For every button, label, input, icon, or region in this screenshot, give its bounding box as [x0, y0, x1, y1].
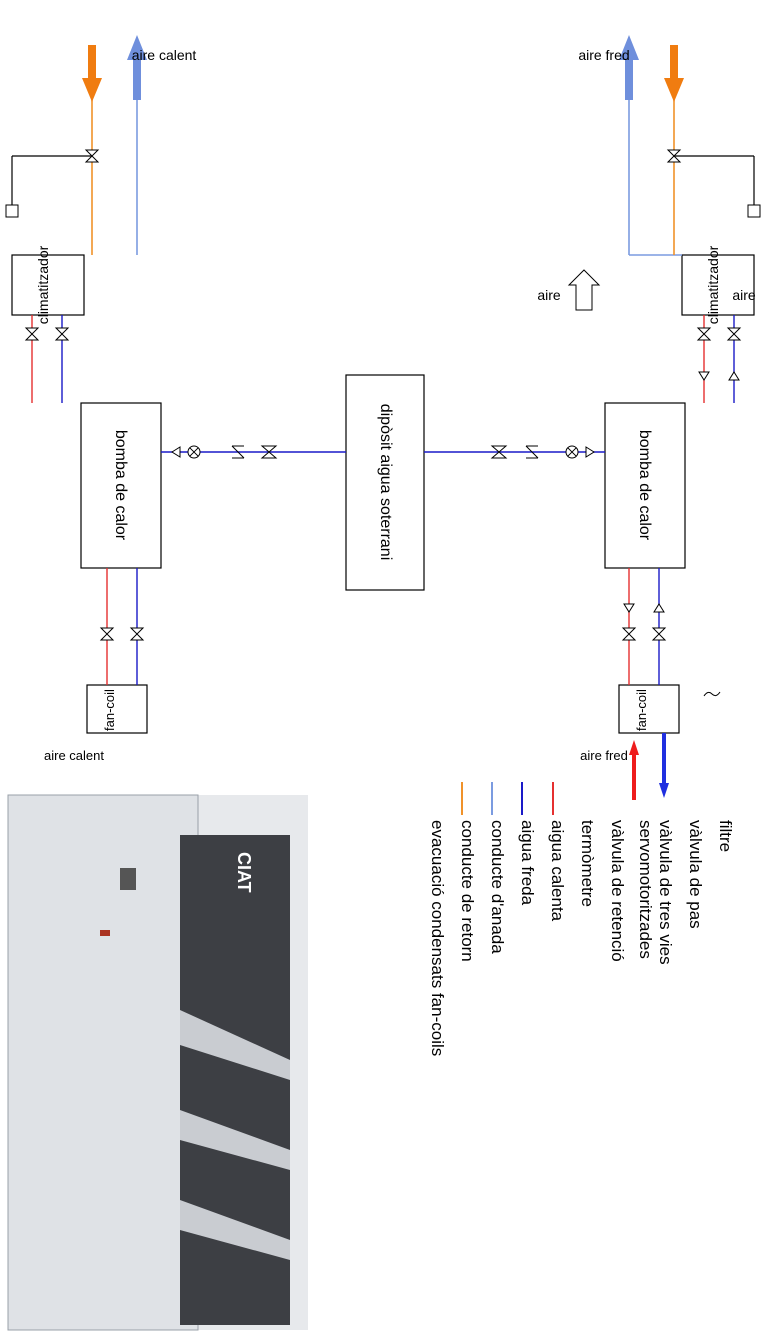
gate-valve-icon: [54, 327, 70, 341]
legend-label-thermometer: termòmetre: [578, 820, 597, 907]
legend-label-three-way-valve: vàlvula de tres vies: [656, 820, 675, 965]
hot-air-arrow: [629, 740, 639, 800]
hot-air-label-fancoil: aire calent: [44, 748, 104, 763]
heat-pump-bottom-label: bomba de calor: [112, 430, 129, 541]
flow-arrow-icon: [585, 446, 595, 458]
air-label: aire: [537, 287, 561, 303]
unit-switch: [100, 930, 110, 936]
ciat-unit-photo: CIAT: [7, 794, 308, 1331]
hot-air-label-top: aire calent: [132, 47, 197, 63]
return-air-arrow: [664, 45, 684, 102]
gate-valve-icon: [726, 327, 742, 341]
unit-fin: [180, 1200, 290, 1260]
thermometer-icon: [747, 204, 761, 218]
air-handler-top-label: climatitzador: [705, 245, 721, 324]
ciat-logo: CIAT: [234, 852, 254, 893]
gate-valve-icon: [621, 627, 637, 641]
supply-air-arrow: [619, 35, 639, 100]
unit-panel: [7, 794, 199, 1331]
fan-coil-top-label: fan-coil: [634, 689, 649, 731]
air-handler-bottom-box: [11, 254, 85, 316]
fan-coil-bottom-box: [86, 684, 148, 734]
flow-arrow-icon: [623, 603, 635, 613]
flow-arrow-icon: [171, 446, 181, 458]
gate-valve-icon: [24, 327, 40, 341]
flow-arrow-icon: [728, 371, 740, 381]
gate-valve-icon: [651, 627, 667, 641]
diagram-group: bomba de calor dipòsit aigua soterrani b…: [5, 35, 761, 800]
flow-arrow-icon: [698, 371, 710, 381]
fan-coil-top-box: [618, 684, 680, 734]
heat-pump-bottom-box: [80, 402, 162, 569]
tank-box: [345, 374, 425, 591]
cold-air-arrow: [659, 733, 669, 798]
legend-label-cold-water: aigua freda: [518, 820, 537, 906]
gate-valve-icon: [696, 327, 712, 341]
air-in-arrow: [567, 269, 601, 311]
gate-valve-icon: [490, 445, 508, 459]
cold-air-label-top: aire fred: [578, 47, 629, 63]
filter-cross: [567, 447, 577, 457]
air-handler-bottom-label: climatitzador: [35, 245, 51, 324]
legend-label-servo: servomotoritzades: [636, 820, 655, 959]
legend-label-hot-water: aigua calenta: [548, 820, 567, 922]
unit-fin: [180, 1110, 290, 1170]
check-valve-icon: [525, 445, 539, 459]
unit-display: [120, 868, 136, 890]
heat-pump-top-box: [604, 402, 686, 569]
cold-air-label-fancoil: aire fred: [580, 748, 628, 763]
return-air-arrow: [82, 45, 102, 102]
heat-pump-top-label: bomba de calor: [636, 430, 653, 541]
gate-valve-icon: [99, 627, 115, 641]
filter-cross: [189, 447, 199, 457]
legend-label-supply-duct: conducte d'anada: [488, 820, 507, 954]
unit-fin: [180, 1010, 290, 1080]
air-label: aire: [732, 287, 756, 303]
gate-valve-icon: [260, 445, 278, 459]
drain-icon: [703, 691, 721, 697]
legend-label-check-valve: vàlvula de retenció: [608, 820, 627, 962]
thermometer-icon: [5, 204, 19, 218]
fan-coil-bottom-label: fan-coil: [102, 689, 117, 731]
legend-label-filter: filtre: [716, 820, 735, 852]
legend-label-drain: evacuació condensats fan-coils: [428, 820, 447, 1056]
air-handler-top-box: [681, 254, 755, 316]
legend: filtre vàlvula de pas vàlvula de tres vi…: [428, 820, 735, 1056]
supply-air-arrow: [127, 35, 147, 100]
legend-label-return-duct: conducte de retorn: [458, 820, 477, 962]
flow-arrow-icon: [653, 603, 665, 613]
check-valve-icon: [231, 445, 245, 459]
legend-label-gate-valve: vàlvula de pas: [686, 820, 705, 929]
tank-label: dipòsit aigua soterrani: [377, 404, 394, 561]
gate-valve-icon: [129, 627, 145, 641]
